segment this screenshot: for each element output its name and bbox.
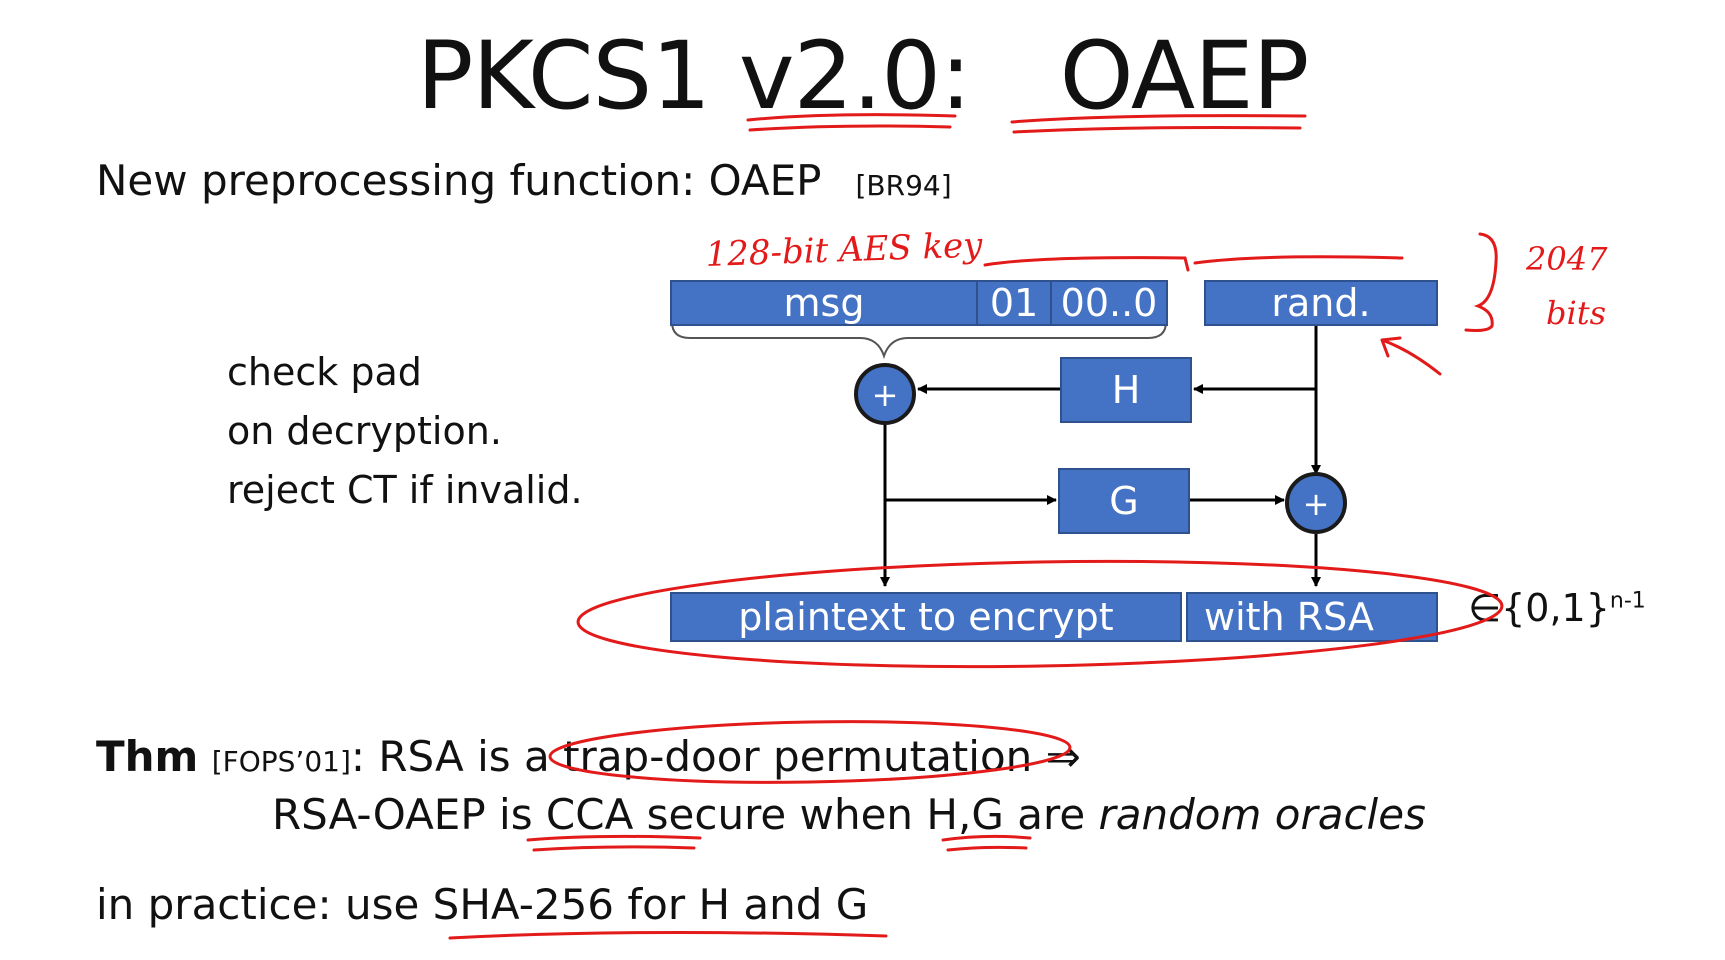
subtitle: New preprocessing function: OAEP [BR94] <box>96 156 952 205</box>
thm-trapdoor: trap-door permutation <box>563 732 1033 781</box>
xor-node-2 <box>1285 472 1347 534</box>
slide-title: PKCS1 v2.0: OAEP <box>0 22 1725 131</box>
box-hash-g: G <box>1058 468 1190 534</box>
note-check-pad: check pad <box>227 350 422 394</box>
thm2-random-oracles: random oracles <box>1098 790 1426 839</box>
set-notation: ∈{0,1}n-1 <box>1468 586 1646 630</box>
thm-label: Thm <box>96 732 199 781</box>
note-reject-ct: reject CT if invalid. <box>227 468 583 512</box>
xor-node-1 <box>854 363 916 425</box>
thm-text-a: : RSA is a <box>350 732 564 781</box>
theorem-line-1: Thm [FOPS’01]: RSA is a trap-door permut… <box>96 732 1081 781</box>
brace-under-msg <box>671 321 1167 360</box>
subtitle-text: New preprocessing function: OAEP <box>96 156 822 205</box>
title-pkcs1: PKCS1 <box>416 22 711 131</box>
xor-1-symbol: + <box>872 376 899 414</box>
theorem-line-2: RSA-OAEP is CCA secure when H,G are rand… <box>272 790 1426 839</box>
box-with-rsa: with RSA <box>1186 592 1438 642</box>
title-oaep: OAEP <box>1059 22 1310 131</box>
box-pad-zeros: 00..0 <box>1050 280 1168 326</box>
subtitle-ref: [BR94] <box>855 169 952 202</box>
practice-line: in practice: use SHA-256 for H and G <box>96 880 869 929</box>
set-exponent: n-1 <box>1609 588 1646 614</box>
thm-ref: [FOPS’01] <box>211 745 351 778</box>
box-msg: msg <box>670 280 978 326</box>
box-plaintext-to-encrypt: plaintext to encrypt <box>670 592 1182 642</box>
set-text: ∈{0,1} <box>1468 586 1610 630</box>
box-hash-h: H <box>1060 357 1192 423</box>
thm2-text: RSA-OAEP is CCA secure when H,G are <box>272 790 1099 839</box>
box-pad-01: 01 <box>976 280 1052 326</box>
box-rand: rand. <box>1204 280 1438 326</box>
xor-2-symbol: + <box>1303 485 1330 523</box>
title-version: v2.0: <box>738 22 972 131</box>
thm-implies: ⇒ <box>1032 732 1081 781</box>
note-on-decryption: on decryption. <box>227 409 502 453</box>
